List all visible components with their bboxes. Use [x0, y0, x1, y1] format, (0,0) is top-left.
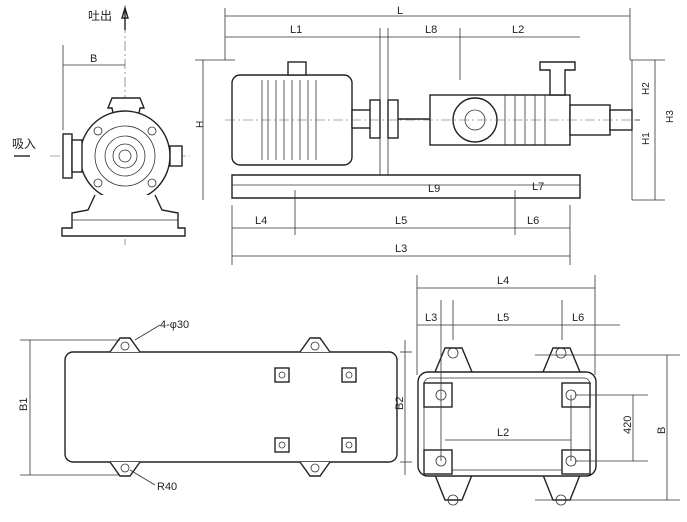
dim-l1: L1	[290, 24, 302, 36]
dim-l2: L2	[512, 24, 524, 36]
foundation-dim-b: B	[656, 427, 668, 434]
foundation-plan: L4 L3 L5 L6 L2 420 B	[416, 275, 680, 506]
dim-h2: H2	[641, 82, 652, 95]
dim-l5: L5	[395, 215, 407, 227]
dim-l: L	[397, 5, 403, 17]
foundation-dim-l3: L3	[425, 312, 437, 324]
foundation-dim-l6: L6	[572, 312, 584, 324]
dim-l8: L8	[425, 24, 437, 36]
dim-l3: L3	[395, 243, 407, 255]
dim-b1: B1	[18, 398, 30, 411]
base-plan: 4-φ30 R40 B1 B2	[18, 319, 412, 493]
dim-b-label: B	[90, 53, 97, 65]
dim-l7: L7	[532, 181, 544, 193]
dim-420: 420	[622, 416, 634, 434]
dim-l6: L6	[527, 215, 539, 227]
dim-l9: L9	[428, 183, 440, 195]
dim-b2: B2	[394, 397, 406, 410]
foundation-dim-l4: L4	[497, 275, 509, 287]
outlet-label: 吐出	[88, 9, 112, 23]
holes-label: 4-φ30	[160, 319, 189, 331]
dim-l4: L4	[255, 215, 267, 227]
side-view: L L1 L8 L2 H	[195, 5, 676, 265]
dim-h1: H1	[641, 132, 652, 145]
foundation-dim-l5: L5	[497, 312, 509, 324]
dim-h3: H3	[665, 110, 676, 123]
dim-h: H	[195, 121, 206, 128]
radius-label: R40	[157, 481, 177, 493]
inlet-label: 吸入	[12, 137, 36, 151]
foundation-dim-l2: L2	[497, 427, 509, 439]
front-view: 吐出 B 吸入	[12, 5, 190, 245]
